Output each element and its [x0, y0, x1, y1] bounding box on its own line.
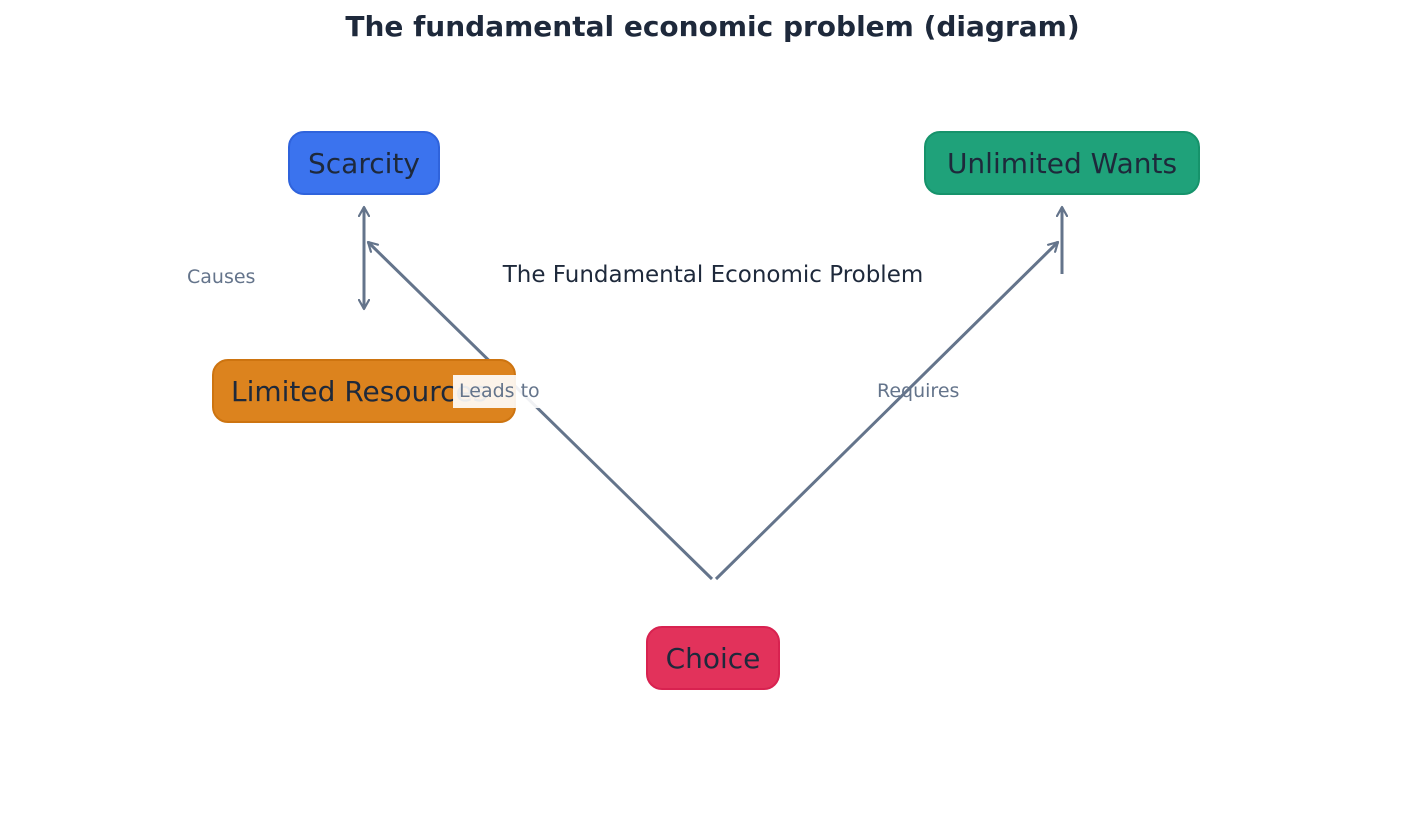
- node-choice-label: Choice: [665, 641, 761, 675]
- node-limited-resources: Limited Resources: [212, 359, 516, 423]
- node-scarcity-label: Scarcity: [308, 146, 420, 180]
- leads-to-arrow: [368, 242, 714, 581]
- edge-label-requires: Requires: [877, 380, 960, 402]
- diagram-title: The fundamental economic problem (diagra…: [345, 10, 1080, 43]
- node-limited-resources-label: Limited Resources: [231, 374, 488, 408]
- node-scarcity: Scarcity: [288, 131, 440, 195]
- node-choice: Choice: [646, 626, 780, 690]
- node-unlimited-wants: Unlimited Wants: [924, 131, 1200, 195]
- node-unlimited-wants-label: Unlimited Wants: [946, 146, 1178, 180]
- edge-label-causes: Causes: [187, 266, 256, 288]
- center-label: The Fundamental Economic Problem: [502, 262, 924, 288]
- edge-label-leads-to: Leads to: [453, 375, 546, 408]
- requires-arrow: [714, 242, 1058, 581]
